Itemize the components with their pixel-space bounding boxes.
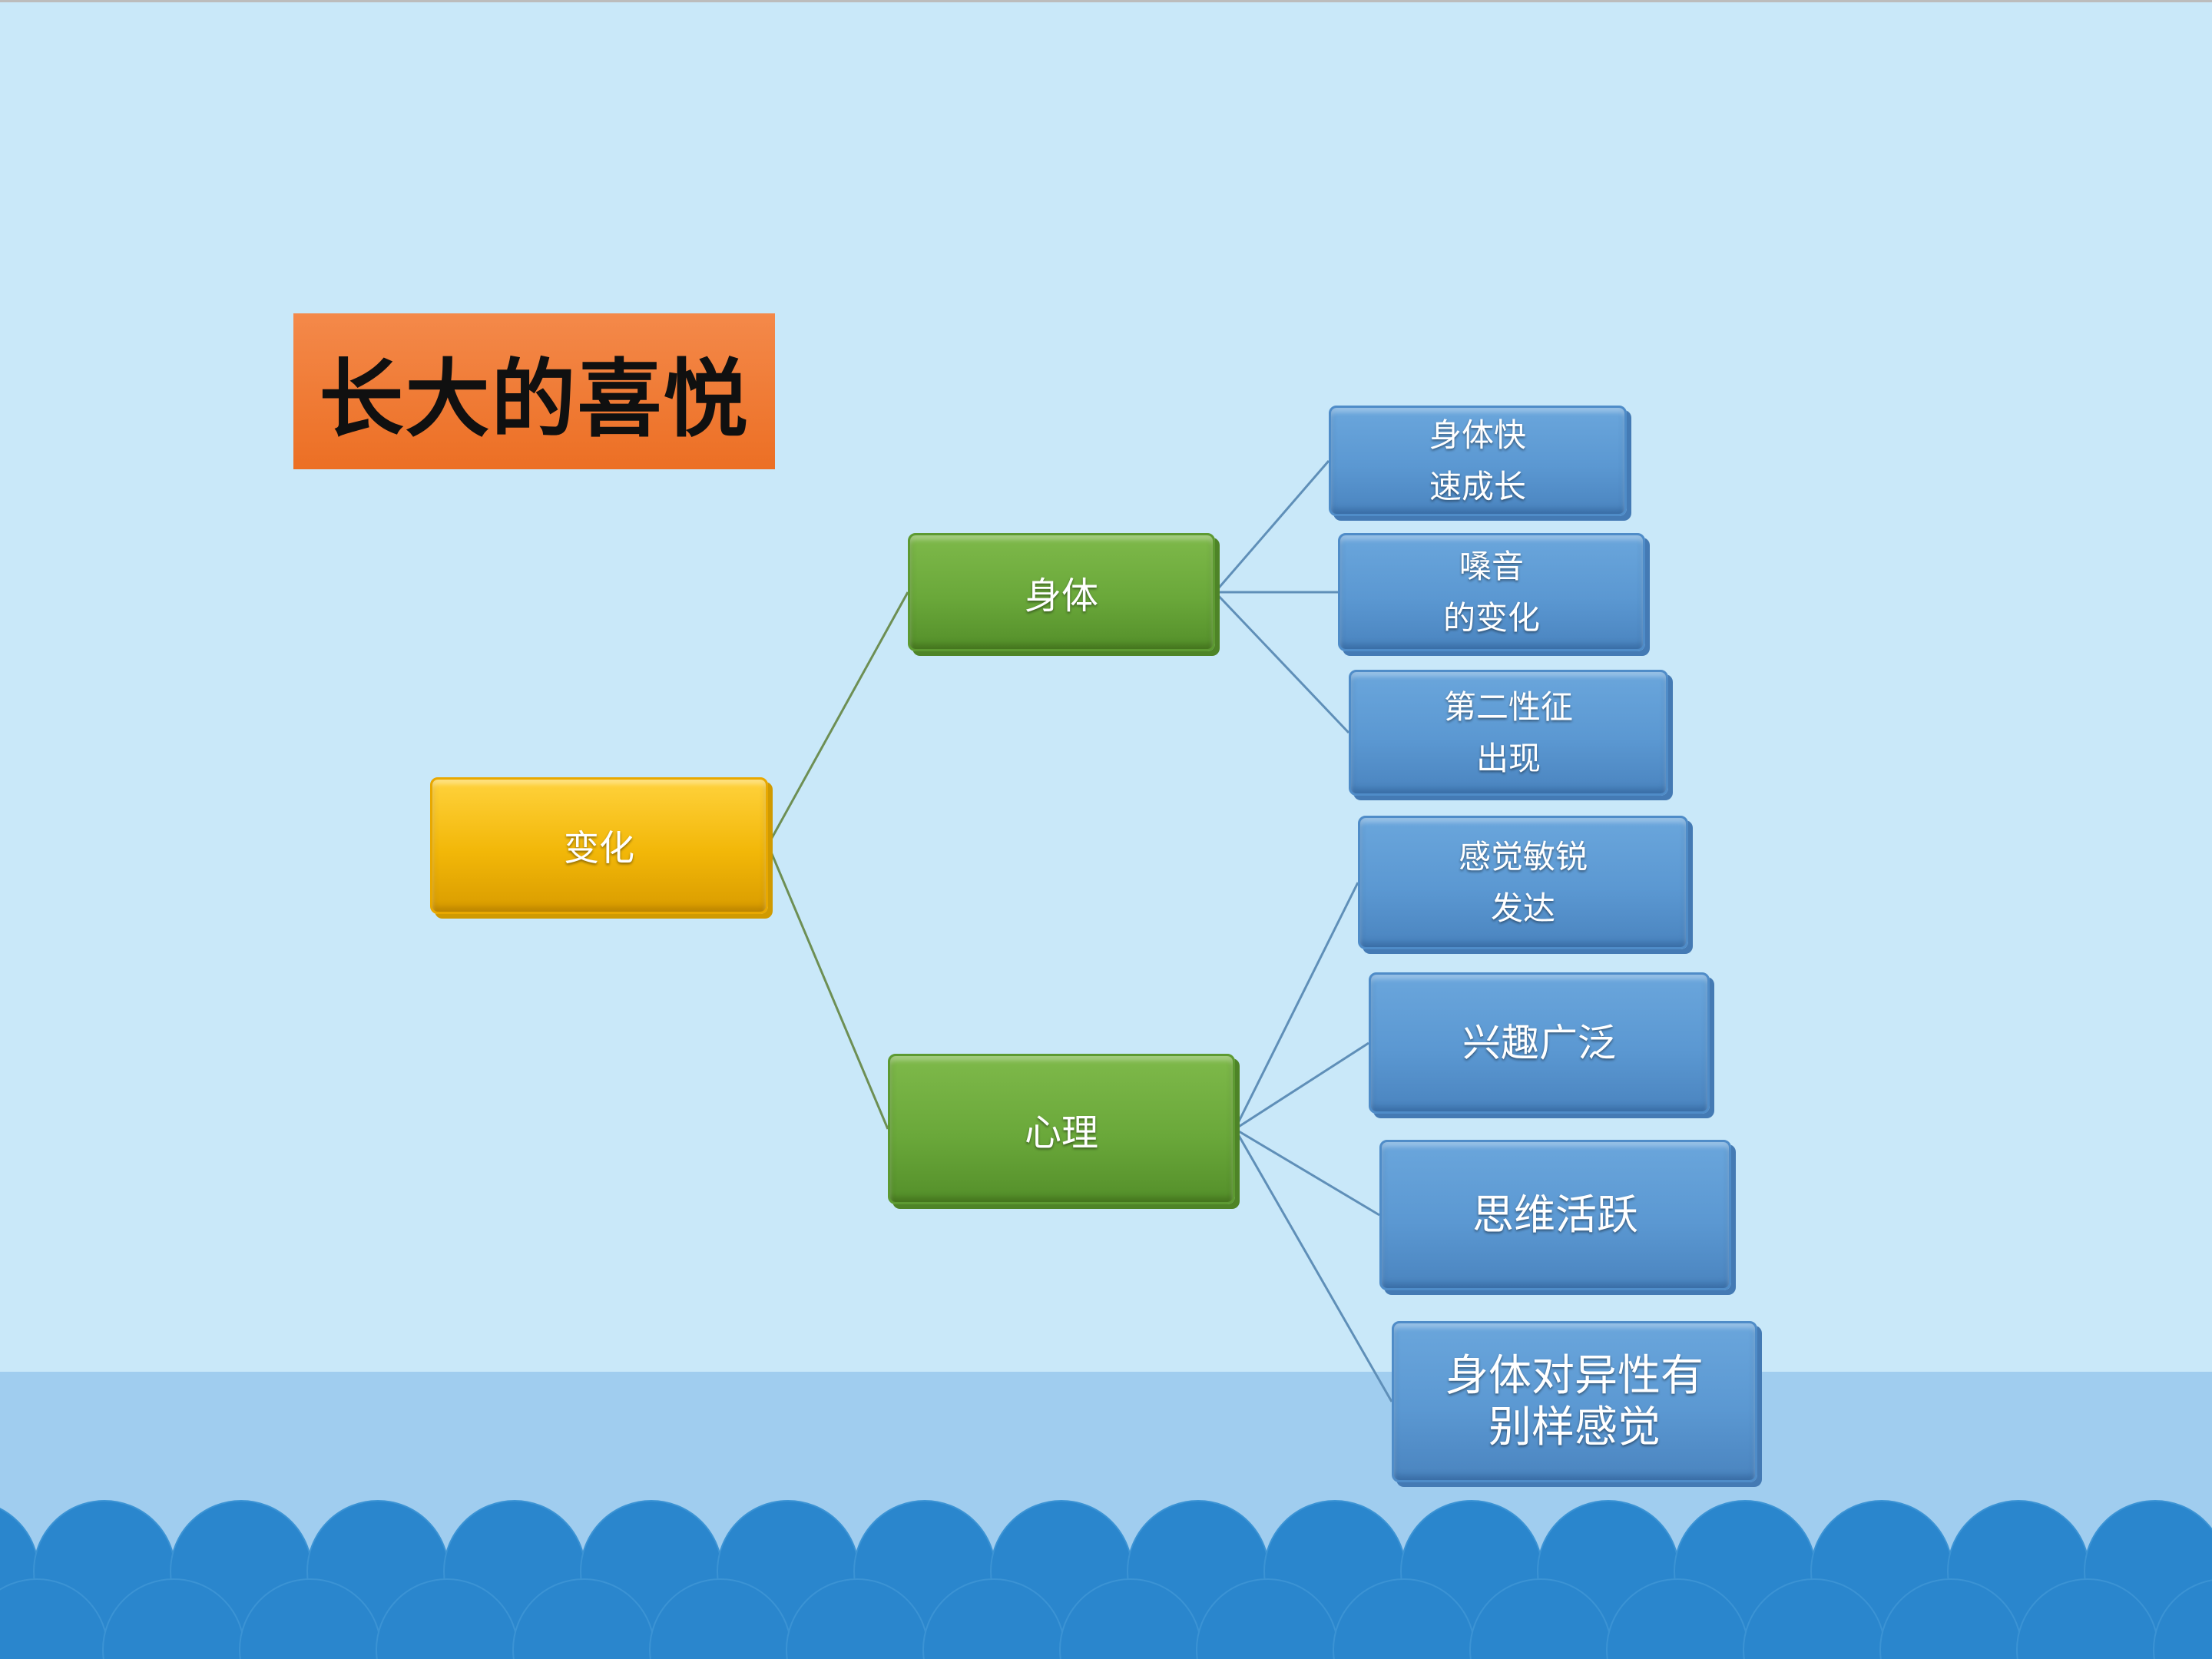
branch-node-body: 身体 [908,533,1215,651]
leaf-node-broad-interests: 兴趣广泛 [1369,972,1710,1114]
leaf-node-opposite-sex-feelings: 身体对异性有 别样感觉 [1392,1321,1757,1482]
connector-line [1214,591,1350,734]
connector-line [1233,1128,1393,1402]
leaf-node-active-thinking: 思维活跃 [1379,1140,1731,1290]
connector-line [1234,1041,1369,1131]
leaf-node-label: 兴趣广泛 [1462,1021,1616,1065]
leaf-node-label: 第二性征 出现 [1443,687,1573,777]
connector-line [1234,1128,1380,1217]
leaf-node-label: 身体快 速成长 [1429,416,1526,505]
leaf-node-keen-senses: 感觉敏锐 发达 [1358,816,1688,949]
wave-scallop [2153,1579,2212,1659]
branch-node-label: 心理 [1024,1111,1098,1154]
connector-line [1233,882,1359,1130]
leaf-node-voice-change: 嗓音 的变化 [1338,533,1645,651]
leaf-node-label: 嗓音 的变化 [1442,547,1540,637]
connector-line [1214,460,1330,593]
branch-node-mind: 心理 [888,1054,1235,1204]
branch-node-label: 身体 [1024,575,1098,618]
connector-line [767,591,909,846]
root-node-label: 变化 [564,827,634,869]
leaf-node-label: 思维活跃 [1472,1190,1638,1239]
top-border-line [0,0,2212,2]
slide-title: 长大的喜悦 [293,313,775,469]
leaf-node-secondary-sex: 第二性征 出现 [1349,670,1668,796]
leaf-node-label: 身体对异性有 别样感觉 [1445,1350,1704,1452]
connector-line [767,844,889,1130]
root-node-change: 变化 [430,777,768,914]
leaf-node-rapid-growth: 身体快 速成长 [1329,406,1627,516]
leaf-node-label: 感觉敏锐 发达 [1458,837,1588,927]
